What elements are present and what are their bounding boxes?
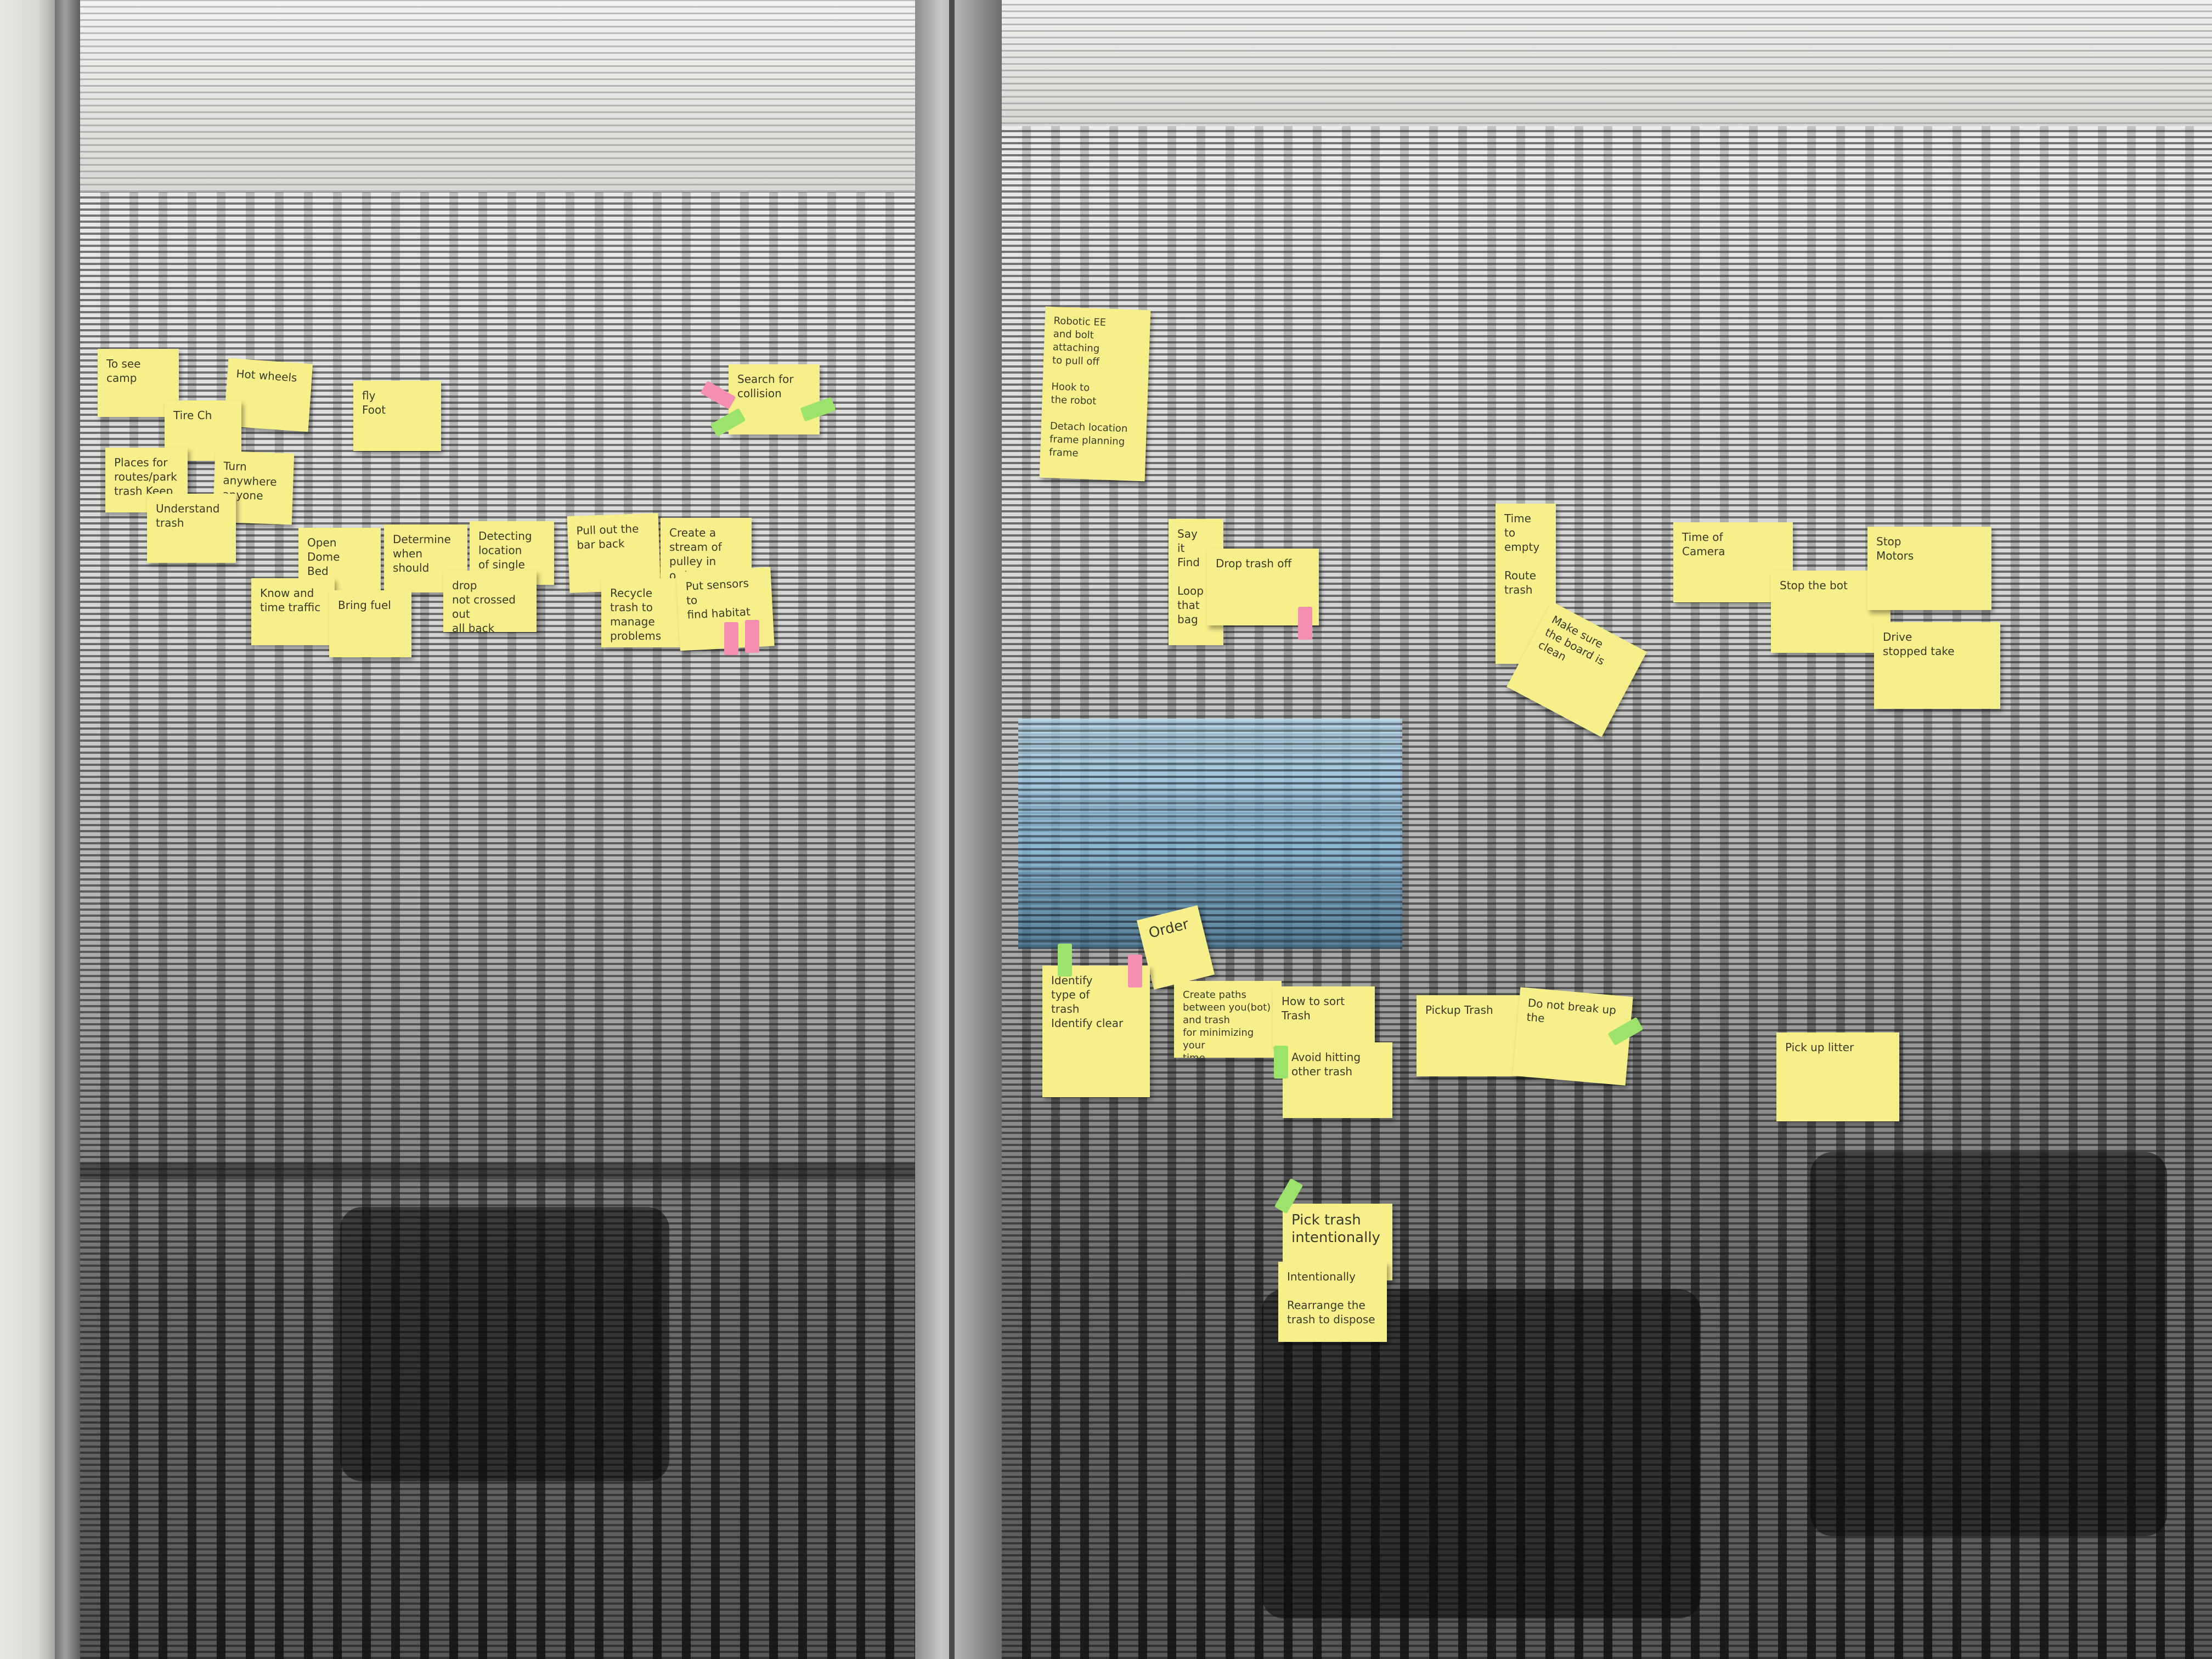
- sticky-note: Identify type of trash Identify clear: [1042, 966, 1150, 1097]
- sticky-note: Pick up litter: [1776, 1032, 1899, 1121]
- sticky-note: Avoid hitting other trash: [1283, 1042, 1392, 1118]
- sticky-note: fly Foot: [353, 381, 441, 451]
- sticky-note: Bring fuel: [329, 590, 411, 657]
- sticky-note: To see camp: [98, 349, 179, 417]
- sticky-note: Drive stopped take: [1874, 622, 2000, 709]
- chair-silhouette: [1262, 1289, 1701, 1618]
- left-wall: [0, 0, 55, 1659]
- sticky-note: Determine when should: [384, 524, 467, 592]
- flag-tab: [1298, 607, 1312, 640]
- flag-tab: [724, 622, 738, 655]
- sticky-note: How to sort Trash: [1273, 986, 1375, 1047]
- person-silhouette: [1810, 1152, 2167, 1536]
- sticky-note: Pickup Trash: [1417, 995, 1530, 1076]
- sticky-note: drop not crossed out all back across tim…: [443, 571, 537, 632]
- sticky-note: Recycle trash to manage problems: [601, 578, 689, 647]
- sticky-note: Search for collision: [729, 364, 820, 435]
- glass-pane-top-left: [80, 0, 915, 192]
- sticky-note: Create paths between you(bot) and trash …: [1174, 981, 1282, 1058]
- sticky-note: Stop Motors: [1867, 527, 1991, 610]
- flag-tab: [745, 620, 759, 653]
- window-frame-left: [55, 0, 80, 1659]
- sticky-note: Stop the bot: [1771, 571, 1891, 653]
- sticky-note: Understand trash: [147, 494, 236, 563]
- flag-tab: [1128, 955, 1142, 988]
- flag-tab: [1274, 1046, 1288, 1079]
- chair-silhouette: [340, 1207, 669, 1481]
- projector-screen-reflection: [1018, 719, 1402, 949]
- sticky-note: Intentionally Rearrange the trash to dis…: [1278, 1262, 1387, 1342]
- flag-tab: [1058, 944, 1072, 977]
- sticky-note: Places for routes/park trash Keep: [105, 448, 188, 512]
- window-frame-center: [915, 0, 1002, 1659]
- sticky-note: Robotic EE and bolt attaching to pull of…: [1039, 306, 1151, 482]
- sticky-note: Know and time traffic: [251, 578, 335, 645]
- table-edge: [80, 1163, 915, 1180]
- glass-pane-top-right: [1002, 0, 2212, 137]
- sticky-note: Drop trash off: [1207, 549, 1319, 625]
